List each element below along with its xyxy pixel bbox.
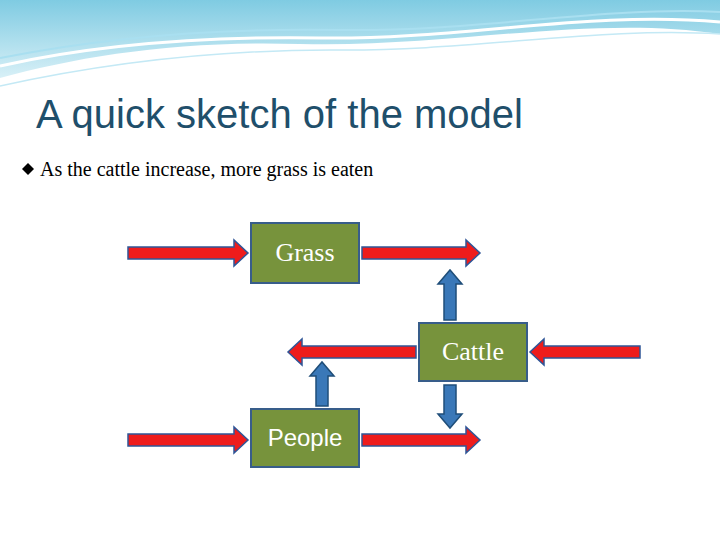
stock-box: Cattle [418, 322, 528, 382]
box-label: Cattle [442, 338, 504, 367]
inflow-arrow [530, 339, 640, 365]
outflow-arrow [362, 427, 480, 453]
inflow-arrow [128, 427, 248, 453]
box-label: People [268, 425, 343, 451]
stock-box: Grass [250, 222, 360, 284]
inflow-arrow [128, 240, 248, 266]
stock-box: People [250, 408, 360, 468]
outflow-arrow [288, 339, 416, 365]
bullet-symbol [22, 163, 34, 175]
bullet-text: As the cattle increase, more grass is ea… [40, 158, 373, 181]
slide-title: A quick sketch of the model [36, 92, 523, 137]
banner-wave [0, 32, 720, 86]
influence-arrow [438, 270, 462, 320]
influence-arrow [438, 385, 462, 428]
influence-arrow [310, 362, 334, 406]
box-label: Grass [275, 239, 334, 268]
banner-wave [0, 19, 720, 66]
outflow-arrow [362, 240, 480, 266]
